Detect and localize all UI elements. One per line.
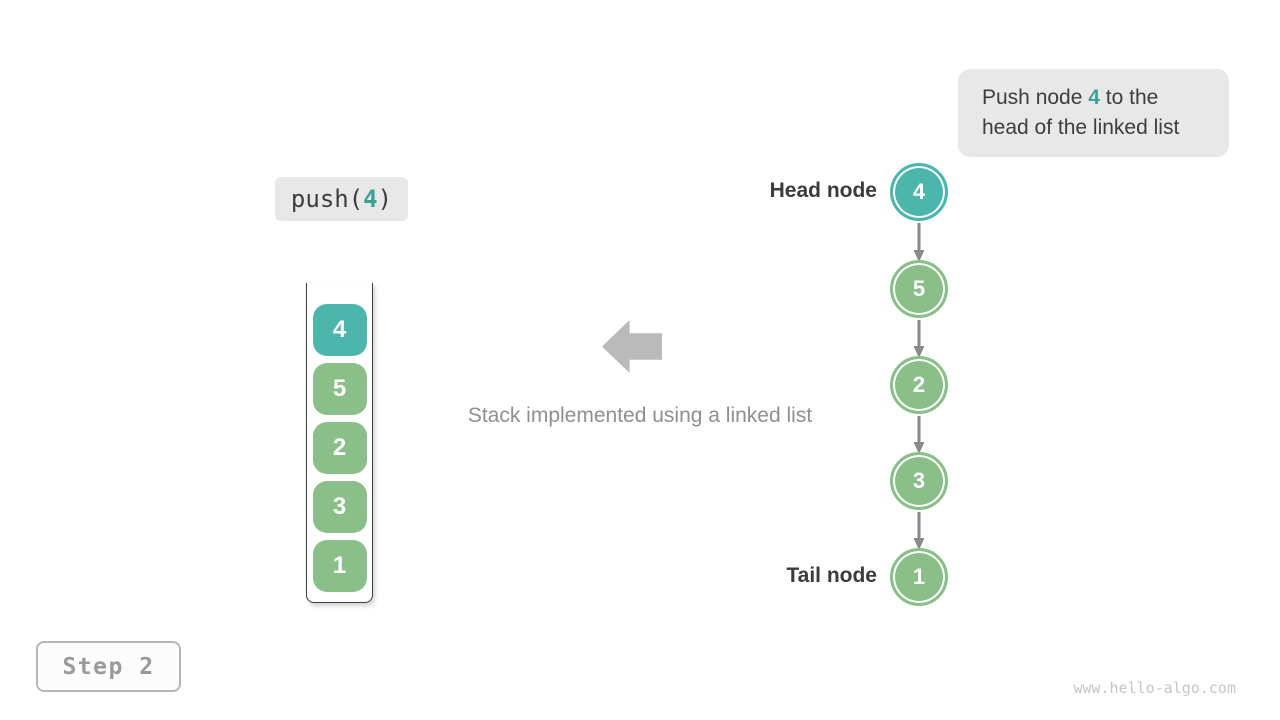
stack-item: 1	[312, 540, 367, 592]
list-node: 5	[890, 260, 948, 318]
push-call-prefix: push(	[290, 185, 364, 213]
list-node: 3	[890, 452, 948, 510]
head-node-label: Head node	[769, 179, 877, 202]
step-badge: Step 2	[36, 641, 181, 692]
push-call-suffix: )	[377, 185, 393, 213]
left-arrow-icon	[602, 320, 662, 373]
callout-text-suffix: to the	[1099, 86, 1159, 109]
callout-highlight-value: 4	[1088, 86, 1100, 109]
caption: Stack implemented using a linked list	[467, 404, 813, 427]
stack-item: 4	[312, 304, 367, 356]
watermark: www.hello-algo.com	[1073, 679, 1236, 697]
stack-item: 5	[312, 363, 367, 415]
push-call-label: push(4)	[275, 177, 408, 221]
linked-list-arrows	[913, 223, 925, 550]
tail-node-label: Tail node	[786, 564, 877, 587]
list-node: 2	[890, 356, 948, 414]
push-call-arg: 4	[363, 185, 378, 213]
stack-item: 3	[312, 481, 367, 533]
stack-item: 2	[312, 422, 367, 474]
callout-text-prefix: Push node	[982, 86, 1089, 109]
callout-bubble: Push node 4 to the head of the linked li…	[958, 69, 1229, 157]
stack-container: 4 5 2 3 1	[306, 283, 373, 603]
callout-text-line2: head of the linked list	[982, 116, 1180, 139]
list-node: 1	[890, 548, 948, 606]
list-node: 4	[890, 163, 948, 221]
